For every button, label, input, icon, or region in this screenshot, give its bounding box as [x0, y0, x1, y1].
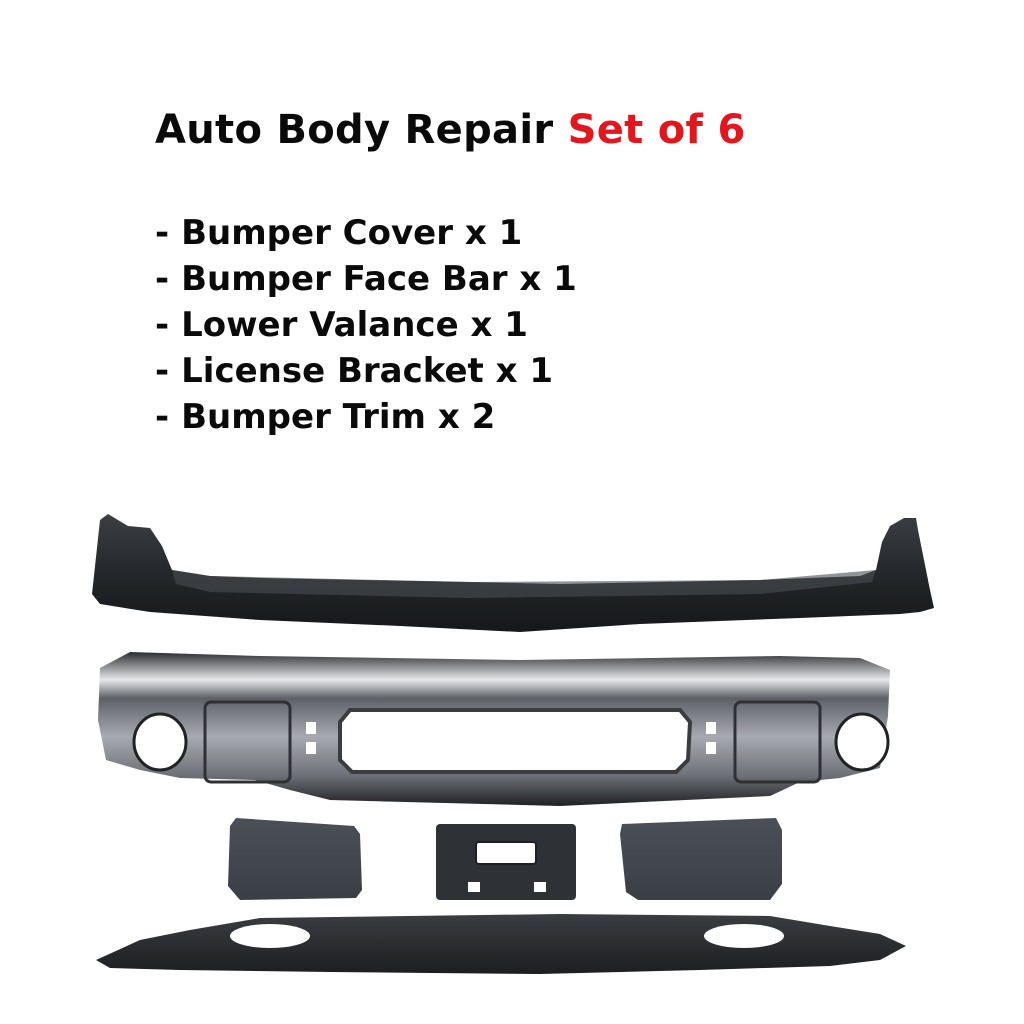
part-label: Lower Valance x 1: [181, 305, 528, 345]
bumper-trim-right: [620, 818, 782, 900]
part-label: Bumper Face Bar x 1: [181, 259, 577, 299]
fog-light-opening-right: [834, 712, 890, 772]
part-item: -Bumper Face Bar x 1: [155, 259, 577, 299]
bumper-trim-left: [228, 818, 362, 900]
product-photo: [92, 514, 934, 974]
parts-list: -Bumper Cover x 1 -Bumper Face Bar x 1 -…: [155, 210, 577, 440]
grille-opening: [338, 708, 693, 774]
bumper-cover: [92, 514, 934, 632]
part-item: -Bumper Cover x 1: [155, 213, 523, 253]
fog-light-opening-left: [132, 712, 188, 772]
part-item: -License Bracket x 1: [155, 351, 554, 391]
headline: Auto Body Repair Set of 6: [155, 102, 746, 158]
bumper-face-bar: [98, 652, 890, 806]
lower-valance: [96, 914, 906, 974]
headline-main: Auto Body Repair: [155, 107, 554, 153]
headline-accent: Set of 6: [567, 107, 746, 153]
part-label: Bumper Trim x 2: [181, 397, 496, 437]
license-bracket: [436, 824, 576, 900]
part-item: -Lower Valance x 1: [155, 305, 528, 345]
part-label: Bumper Cover x 1: [181, 213, 523, 253]
part-item: -Bumper Trim x 2: [155, 397, 496, 437]
part-label: License Bracket x 1: [181, 351, 554, 391]
